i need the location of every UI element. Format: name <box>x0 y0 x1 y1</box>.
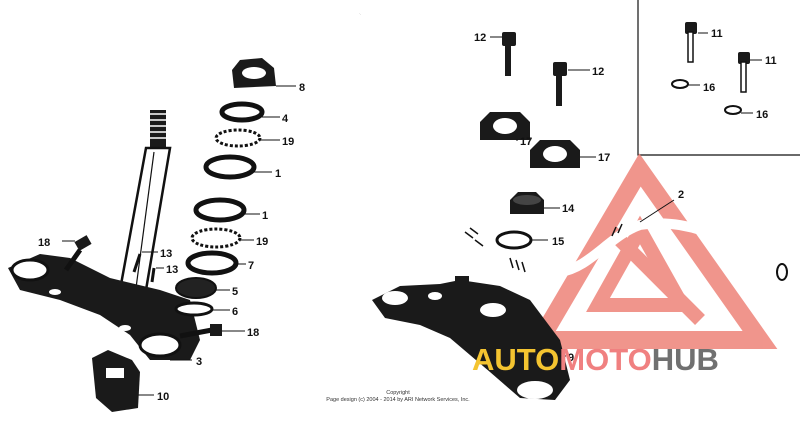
handlebar <box>357 5 788 281</box>
washer-6 <box>174 301 214 317</box>
clamp-10 <box>92 350 140 412</box>
callout-4: 4 <box>282 113 289 125</box>
race-1-b <box>193 197 247 223</box>
callout-1-b: 1 <box>262 210 268 222</box>
race-1-a <box>203 154 257 180</box>
bolt-12-a <box>502 32 516 76</box>
watermark-moto: MOTO <box>559 342 651 377</box>
callout-14: 14 <box>562 203 575 215</box>
watermark-text: AUTOMOTOHUB <box>472 342 719 377</box>
watermark-auto: AUTO <box>472 342 559 377</box>
callouts: 12 12 11 11 16 16 17 17 2 14 15 8 4 19 1… <box>38 28 777 403</box>
bolt-11-a <box>685 22 697 63</box>
bearing-stack <box>174 58 276 317</box>
callout-1-a: 1 <box>275 168 281 180</box>
callout-15: 15 <box>552 236 564 248</box>
callout-7: 7 <box>248 260 254 272</box>
callout-19-a: 19 <box>282 136 294 148</box>
callout-11-a: 11 <box>711 28 723 40</box>
callout-13-b: 13 <box>166 264 178 276</box>
washer-16-b <box>724 105 742 115</box>
leader-lines <box>62 32 762 396</box>
bolt-13-b <box>150 267 156 283</box>
seal-5 <box>175 277 217 299</box>
top-bridge-right <box>372 276 570 400</box>
callout-16-b: 16 <box>756 109 768 121</box>
watermark-triangle-logo <box>524 153 778 349</box>
stem-nut-8 <box>232 58 276 88</box>
bolt-11-b <box>738 52 750 93</box>
callout-8: 8 <box>299 82 305 94</box>
callout-5: 5 <box>232 286 238 298</box>
callout-18-a: 18 <box>38 237 50 249</box>
bolt-18-a <box>63 235 92 272</box>
watermark-hub: HUB <box>652 342 719 377</box>
bolt-13-a <box>132 253 142 273</box>
callout-3: 3 <box>196 356 202 368</box>
bolt-12-b <box>553 62 567 106</box>
washer-15 <box>495 230 533 250</box>
callout-17-a: 17 <box>520 136 532 148</box>
callout-12-b: 12 <box>592 66 604 78</box>
washer-16-a <box>671 79 689 89</box>
callout-11-b: 11 <box>765 55 777 67</box>
holder-17-b <box>530 140 580 168</box>
callout-13-a: 13 <box>160 248 172 260</box>
lower-bracket <box>8 254 200 360</box>
washer-4 <box>219 101 265 123</box>
callout-17-b: 17 <box>598 152 610 164</box>
steering-stem <box>118 110 172 292</box>
callout-2: 2 <box>678 189 684 201</box>
bolt-18-b <box>179 324 222 339</box>
callout-6: 6 <box>232 306 238 318</box>
callout-19-b: 19 <box>256 236 268 248</box>
inset-frame <box>637 0 800 156</box>
bearing-19-a <box>214 128 262 148</box>
callout-12-a: 12 <box>474 32 486 44</box>
holder-17-a <box>480 112 530 140</box>
nut-14 <box>510 192 544 214</box>
callout-18-b: 18 <box>247 327 259 339</box>
callout-9: 9 <box>568 352 574 364</box>
callout-10: 10 <box>157 391 169 403</box>
callout-16-a: 16 <box>703 82 715 94</box>
race-7 <box>185 250 239 276</box>
bearing-19-b <box>190 227 242 249</box>
copyright-notice: Page design (c) 2004 - 2014 by ARI Netwo… <box>326 397 470 403</box>
copyright-title: Copyright <box>386 390 410 396</box>
